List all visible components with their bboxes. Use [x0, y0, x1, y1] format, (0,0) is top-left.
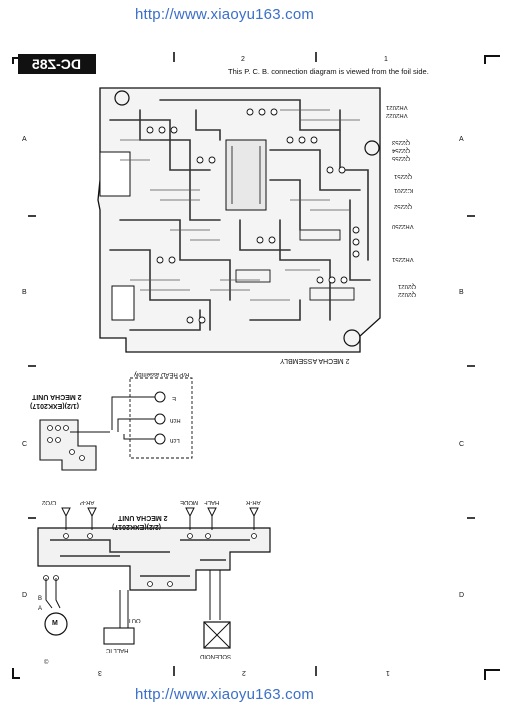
- switch-label-cro2: CrO2: [42, 499, 57, 505]
- out-label: OUT: [128, 617, 141, 623]
- head-pin-rch: Rch: [170, 417, 181, 423]
- hall-ic-label: HALL IC: [106, 647, 129, 653]
- row-left-d: D: [22, 592, 28, 599]
- main-pcb: [97, 87, 381, 353]
- mecha1-board: [39, 419, 110, 471]
- head-pin-lch: Lch: [170, 437, 180, 443]
- grid-bottom-1: 1: [386, 669, 390, 676]
- row-right-b: B: [459, 289, 464, 296]
- row-left-c: C: [22, 441, 28, 448]
- frame-corners: [12, 55, 500, 680]
- row-right-a: A: [459, 136, 464, 143]
- grid-top-1: 1: [384, 56, 388, 63]
- solenoid-label: SOLENOID: [200, 653, 232, 659]
- row-right-d: D: [459, 592, 465, 599]
- ref-q2253: Q2253: [392, 139, 411, 145]
- hall-ic-box: [103, 627, 135, 645]
- url-bottom: http://www.xiaoyu163.com: [135, 686, 315, 703]
- motor-pin-b: B: [38, 596, 43, 602]
- grid-bottom-3: 3: [98, 669, 102, 676]
- head-assembly-label: R/P HEAD assembly: [134, 371, 190, 377]
- footer-marker: ©: [44, 660, 49, 666]
- switch-label-ar-r: AR-R: [246, 499, 261, 505]
- grid-top-2: 2: [241, 56, 245, 63]
- ref-vr2250: VR2250: [392, 223, 414, 229]
- ref-q2022: Q2022: [398, 291, 417, 297]
- mecha1-label-line2: (1/2)(EXK2017): [30, 402, 80, 409]
- ref-q2021: Q2021: [398, 283, 417, 289]
- vr2021-label: VR2021: [386, 104, 408, 110]
- motor-label: M: [52, 620, 58, 627]
- ref-q2255: Q2255: [392, 155, 411, 161]
- vr2022-label: VR2022: [386, 112, 408, 118]
- switch-label-mode: MODE: [180, 499, 198, 505]
- row-left-a: A: [22, 136, 27, 143]
- mecha2-label-line1: 2 MECHA UNIT: [118, 514, 168, 521]
- switch-label-half: HALF: [204, 499, 220, 505]
- motor-icon: [44, 612, 68, 636]
- head-assembly-box: [129, 377, 193, 459]
- ref-q2254: Q2254: [392, 147, 411, 153]
- solenoid-icon: [203, 621, 231, 649]
- url-top: http://www.xiaoyu163.com: [135, 6, 315, 23]
- grid-ticks: [28, 52, 475, 676]
- grid-bottom-2: 2: [242, 669, 246, 676]
- motor-pin-a: A: [38, 606, 43, 612]
- ref-vr2251: VR2251: [392, 256, 414, 262]
- row-left-b: B: [22, 289, 27, 296]
- switch-label-ar-p: AR-P: [80, 499, 95, 505]
- mecha2-label-line2: (2/2)(EXK2017): [112, 523, 162, 530]
- viewing-note: This P. C. B. connection diagram is view…: [228, 67, 429, 76]
- model-label: DC-Z85: [18, 54, 96, 74]
- ref-q2252: Q2252: [394, 203, 413, 209]
- ref-q2251: Q2251: [394, 173, 413, 179]
- head-pin-e: E: [172, 395, 177, 401]
- row-right-c: C: [459, 441, 465, 448]
- head-coils: [111, 391, 166, 445]
- mecha2-board: [37, 507, 271, 628]
- ref-ic2201: IC2201: [394, 187, 414, 193]
- assembly-label: 2 MECHA ASSEMBLY: [280, 357, 350, 364]
- mecha1-label-line1: 2 MECHA UNIT: [32, 393, 82, 400]
